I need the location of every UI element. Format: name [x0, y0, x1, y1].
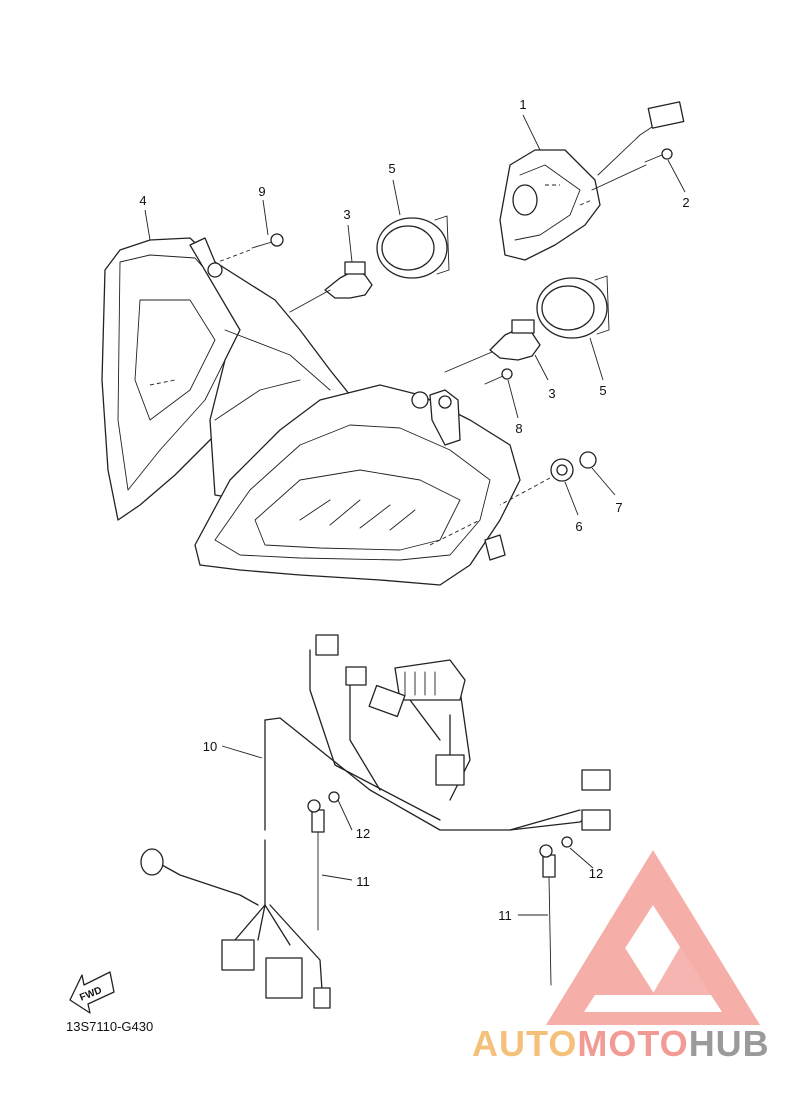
- screw-12-right-icon: [561, 836, 573, 848]
- connector-top-icon: [591, 101, 685, 191]
- callout-6: 6: [575, 519, 582, 534]
- callout-5-upper: 5: [388, 161, 395, 176]
- callout-leaders-upper: [144, 114, 686, 516]
- grommet-icon: [499, 451, 597, 506]
- callout-12-right: 12: [589, 866, 603, 881]
- callout-12-left: 12: [356, 826, 370, 841]
- clamp-right-icon: [539, 844, 556, 986]
- screw-12-left-icon: [328, 791, 340, 803]
- callout-9: 9: [258, 184, 265, 199]
- screw-8-icon: [484, 368, 513, 385]
- callout-leaders-lower: [221, 745, 594, 916]
- callout-4: 4: [139, 193, 146, 208]
- watermark-text: AUTOMOTOHUB: [472, 1023, 770, 1064]
- bulb-upper-icon: [289, 261, 373, 313]
- watermark-part-moto: MOTO: [577, 1023, 688, 1064]
- bracket-icon: [499, 149, 601, 261]
- watermark-part-hub: HUB: [689, 1023, 770, 1064]
- forward-arrow-icon: [69, 971, 115, 1014]
- callout-10: 10: [203, 739, 217, 754]
- callout-3-lower: 3: [548, 386, 555, 401]
- callout-2: 2: [682, 195, 689, 210]
- callout-11-left: 11: [356, 874, 370, 889]
- screw-2-icon: [644, 148, 673, 163]
- bulb-cover-lower-icon: [536, 275, 610, 339]
- callout-1: 1: [519, 97, 526, 112]
- callout-7: 7: [615, 500, 622, 515]
- wire-harness: [161, 649, 591, 991]
- bulb-lower-icon: [444, 319, 541, 373]
- callout-11-right: 11: [498, 908, 512, 923]
- headlight-assembly: [101, 237, 521, 586]
- callout-3-upper: 3: [343, 207, 350, 222]
- screw-9-icon: [217, 233, 284, 263]
- callout-5-lower: 5: [599, 383, 606, 398]
- watermark-part-auto: AUTO: [472, 1023, 577, 1064]
- bulb-cover-upper-icon: [376, 215, 450, 279]
- clamp-left-icon: [307, 799, 325, 931]
- callout-8: 8: [515, 421, 522, 436]
- harness-connectors: [140, 634, 611, 1009]
- watermark-logo-icon: [546, 850, 760, 1025]
- reference-code: 13S7110-G430: [66, 1019, 153, 1034]
